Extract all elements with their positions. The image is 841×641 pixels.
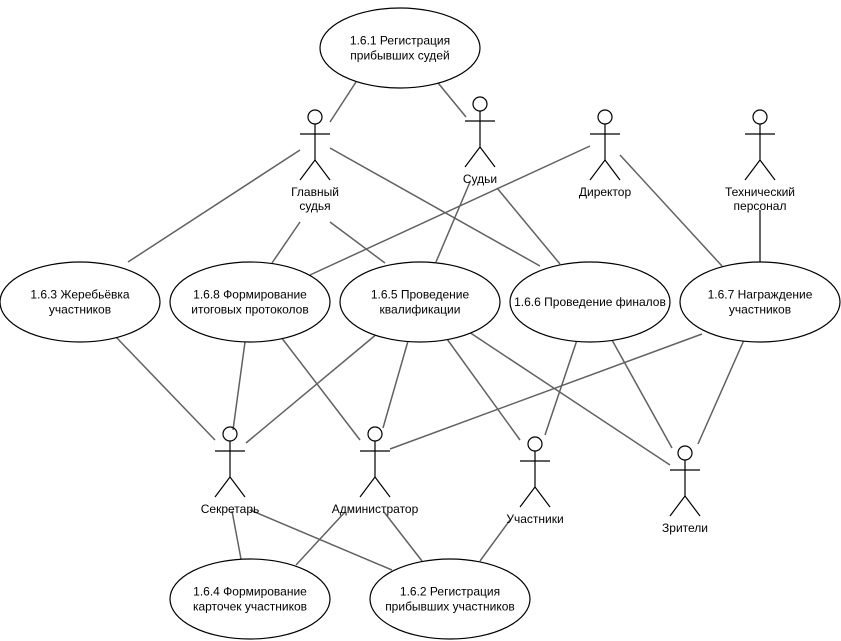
use-case-label: прибывших судей <box>350 49 449 63</box>
use-case-label: итоговых протоколов <box>191 303 308 317</box>
use-case-ellipse[interactable] <box>169 558 331 640</box>
association-chief-uc165 <box>329 221 386 264</box>
actor-label: Участники <box>506 512 563 526</box>
association-judges-uc166 <box>496 187 561 265</box>
association-admin-uc164 <box>295 511 346 566</box>
association-admin-uc167 <box>389 333 703 450</box>
use-case-label: квалификации <box>380 303 461 317</box>
actor-judges[interactable]: Судьи <box>463 96 497 186</box>
use-case-label: 1.6.8 Формирование <box>193 288 307 302</box>
use-case-label: карточек участников <box>193 600 307 614</box>
use-case-ellipse[interactable] <box>339 261 501 343</box>
use-case-label: 1.6.7 Награждение <box>708 288 813 302</box>
association-secretary-uc163 <box>114 335 216 441</box>
association-chief-uc163 <box>127 149 301 263</box>
association-admin-uc162 <box>383 511 423 562</box>
use-case-label: 1.6.2 Регистрация <box>400 585 500 599</box>
actor-label: персонал <box>734 199 787 213</box>
use-case-label: 1.6.1 Регистрация <box>350 34 450 48</box>
stick-figure-icon <box>299 109 331 181</box>
use-case-label: прибывших участников <box>385 600 515 614</box>
use-case-label: участников <box>729 303 791 317</box>
association-secretary-uc162 <box>249 509 393 571</box>
association-admin-uc168 <box>280 336 361 441</box>
use-case-label: 1.6.4 Формирование <box>193 585 307 599</box>
association-spectators-uc167 <box>697 339 745 445</box>
association-chief-uc166 <box>329 147 541 267</box>
actor-label: Директор <box>579 185 632 199</box>
association-chief-uc168 <box>271 221 301 264</box>
association-secretary-uc168 <box>232 341 246 431</box>
association-participants-uc166 <box>544 339 578 436</box>
use-case-ellipse[interactable] <box>0 261 161 343</box>
actor-label: судья <box>299 199 330 213</box>
actor-director[interactable]: Директор <box>579 109 632 199</box>
association-admin-uc165 <box>382 340 409 429</box>
association-spectators-uc166 <box>611 339 673 449</box>
stick-figure-icon <box>669 445 701 517</box>
actor-label: Секретарь <box>201 502 260 516</box>
use-case-ellipse[interactable] <box>169 261 331 343</box>
association-director-uc167 <box>619 154 723 267</box>
association-secretary-uc165 <box>245 332 379 444</box>
actor-secretary[interactable]: Секретарь <box>201 426 260 516</box>
stick-figure-icon <box>464 96 496 168</box>
stick-figure-icon <box>519 436 551 508</box>
actor-spectators[interactable]: Зрители <box>662 445 708 535</box>
actor-participants[interactable]: Участники <box>506 436 564 526</box>
actor-label: Технический <box>725 185 795 199</box>
actor-label: Администратор <box>332 502 419 516</box>
association-participants-uc165 <box>446 338 521 441</box>
stick-figure-icon <box>589 109 621 181</box>
use-case-uc166[interactable]: 1.6.6 Проведение финалов <box>509 261 671 343</box>
actor-label: Судьи <box>463 172 497 186</box>
use-case-label: 1.6.6 Проведение финалов <box>514 295 666 309</box>
use-case-label: 1.6.3 Жеребьёвка <box>30 288 130 302</box>
use-case-ellipse[interactable] <box>509 261 671 343</box>
association-judges-uc161 <box>433 77 467 118</box>
actor-admin[interactable]: Администратор <box>332 426 419 516</box>
actor-label: Главный <box>291 185 339 199</box>
use-case-label: 1.6.5 Проведение <box>371 288 470 302</box>
association-participants-uc162 <box>479 519 511 562</box>
association-director-uc168 <box>309 145 591 276</box>
use-case-label: участников <box>49 303 111 317</box>
stick-figure-icon <box>359 426 391 498</box>
association-spectators-uc165 <box>468 331 671 466</box>
associations <box>114 77 761 571</box>
use-case-ellipse[interactable] <box>319 7 481 89</box>
stick-figure-icon <box>744 109 776 181</box>
association-secretary-uc164 <box>231 510 242 560</box>
use-case-ellipse[interactable] <box>369 558 531 640</box>
actor-label: Зрители <box>662 521 708 535</box>
use-case-ellipse[interactable] <box>679 261 841 343</box>
association-judges-uc165 <box>435 181 471 263</box>
association-chief-uc161 <box>329 81 357 123</box>
stick-figure-icon <box>214 426 246 498</box>
